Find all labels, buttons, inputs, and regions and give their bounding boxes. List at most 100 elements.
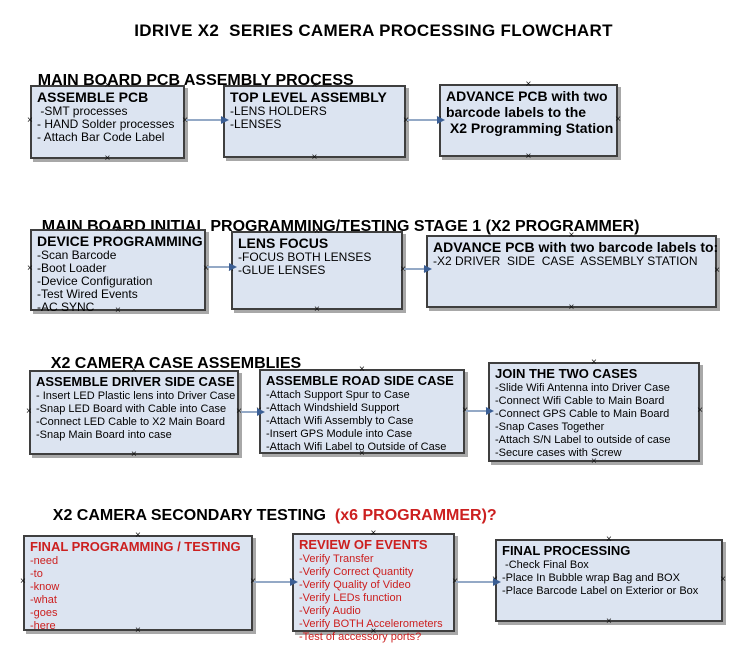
connection-point-icon <box>312 154 318 162</box>
box-title: FINAL PROGRAMMING / TESTING <box>30 539 241 554</box>
box-top-level-assembly[interactable]: TOP LEVEL ASSEMBLY -LENS HOLDERS-LENSES <box>223 85 406 158</box>
flow-arrow[interactable] <box>207 263 237 271</box>
box-item: -Connect LED Cable to X2 Main Board <box>36 416 225 428</box>
box-item: -Place In Bubble wrap Bag and BOX <box>502 572 680 584</box>
box-item-list: -Slide Wifi Antenna into Driver Case -Con… <box>495 382 698 460</box>
connection-point-icon <box>135 627 141 635</box>
page-title: IDRIVE X2 SERIES CAMERA PROCESSING FLOWC… <box>134 21 613 40</box>
connection-point-icon <box>714 267 720 275</box>
box-item: -Boot Loader <box>37 261 107 275</box>
box-assemble-road-side-case[interactable]: ASSEMBLE ROAD SIDE CASE -Attach Support … <box>259 369 465 454</box>
box-item: -Verify BOTH Accelerometers <box>299 618 443 630</box>
box-lens-focus[interactable]: LENS FOCUS -FOCUS BOTH LENSES-GLUE LENSE… <box>231 231 403 310</box>
box-item: -X2 DRIVER SIDE CASE ASSEMBLY STATION <box>433 254 698 268</box>
box-item: -Attach Support Spur to Case <box>266 389 410 401</box>
box-item: -AC SYNC <box>37 300 95 314</box>
box-item-list: -Scan Barcode-Boot Loader-Device Configu… <box>37 249 204 314</box>
box-item: -Snap Main Board into case <box>36 429 172 441</box>
connection-point-icon <box>359 450 365 458</box>
section-heading-text: MAIN BOARD PCB ASSEMBLY PROCESS <box>37 72 354 89</box>
section-heading-pcb-assembly: MAIN BOARD PCB ASSEMBLY PROCESS <box>20 54 354 108</box>
connection-point-icon <box>720 576 726 584</box>
box-item: -Verify Quality of Video <box>299 579 411 591</box>
box-item: -LENS HOLDERS <box>230 104 327 118</box>
connection-point-icon <box>606 618 612 626</box>
box-title: ASSEMBLE PCB <box>37 89 149 105</box>
section-heading-text: X2 CAMERA SECONDARY TESTING <box>52 507 331 524</box>
box-item-list: -FOCUS BOTH LENSES-GLUE LENSES <box>238 251 401 277</box>
box-item: -Snap Cases Together <box>495 421 605 433</box>
box-title: LENS FOCUS <box>238 235 329 251</box>
box-item-list: -LENS HOLDERS-LENSES <box>230 105 404 131</box>
box-item: -Snap LED Board with Cable into Case <box>36 403 227 415</box>
connection-point-icon <box>697 407 703 415</box>
box-item: -Attach Wifi Label to Outside of Case <box>266 441 447 453</box>
flow-arrow[interactable] <box>254 578 298 586</box>
box-item: -SMT processes <box>37 104 128 118</box>
connection-point-icon <box>26 408 32 416</box>
flow-arrow[interactable] <box>186 116 229 124</box>
box-review-of-events[interactable]: REVIEW OF EVENTS -Verify Transfer-Verify… <box>292 533 455 643</box>
connection-point-icon <box>20 578 26 586</box>
box-item: - Attach Bar Code Label <box>37 130 165 144</box>
flow-arrow[interactable] <box>241 408 265 416</box>
box-item: -Check Final Box <box>502 559 589 571</box>
box-item-list: -SMT processes- HAND Solder processes- A… <box>37 105 183 144</box>
box-title: ASSEMBLE ROAD SIDE CASE <box>266 373 454 388</box>
connection-point-icon <box>115 226 121 234</box>
box-join-the-two-cases[interactable]: JOIN THE TWO CASES -Slide Wifi Antenna i… <box>488 362 700 462</box>
connection-point-icon <box>569 304 575 312</box>
box-item: -Verify Transfer <box>299 553 374 565</box>
box-item-list: -X2 DRIVER SIDE CASE ASSEMBLY STATION <box>433 255 715 268</box>
box-item: -Verify Correct Quantity <box>299 566 414 578</box>
connection-point-icon <box>526 153 532 161</box>
box-item-list: -Attach Support Spur to Case-Attach Wind… <box>266 389 463 454</box>
connection-point-icon <box>526 81 532 89</box>
connection-point-icon <box>131 367 137 375</box>
box-item: -FOCUS BOTH LENSES <box>238 250 372 264</box>
box-title: REVIEW OF EVENTS <box>299 537 428 552</box>
box-device-programming[interactable]: DEVICE PROGRAMMING -Scan Barcode-Boot Lo… <box>30 226 206 314</box>
section-heading-secondary-testing: X2 CAMERA SECONDARY TESTING (x6 PROGRAMM… <box>35 489 497 543</box>
box-item-list: -need-to-know-what-goes-here <box>30 555 251 633</box>
box-title: JOIN THE TWO CASES <box>495 366 638 381</box>
flow-arrow[interactable] <box>407 116 445 124</box>
section-heading-case-assemblies: X2 CAMERA CASE ASSEMBLIES <box>33 337 301 391</box>
box-item: -Device Configuration <box>37 274 153 288</box>
box-item-list: - Insert LED Plastic lens into Driver Ca… <box>36 390 237 442</box>
box-item: -Place Barcode Label on Exterior or Box <box>502 585 699 597</box>
box-item: -what <box>30 594 57 606</box>
connection-point-icon <box>27 117 33 125</box>
box-item: -Verify LEDs function <box>299 592 402 604</box>
connection-point-icon <box>359 366 365 374</box>
box-item: -to <box>30 568 43 580</box>
connection-point-icon <box>115 307 121 315</box>
box-advance-pcb-driver-side-station[interactable]: ADVANCE PCB with two barcode labels to: … <box>426 232 720 308</box>
connection-point-icon <box>135 532 141 540</box>
flow-arrow[interactable] <box>456 578 501 586</box>
box-title: TOP LEVEL ASSEMBLY <box>230 89 387 105</box>
connection-point-icon <box>105 82 111 90</box>
connection-point-icon <box>312 82 318 90</box>
box-advance-pcb-programming-station[interactable]: ADVANCE PCB with two barcode labels to t… <box>439 84 618 157</box>
box-final-processing[interactable]: FINAL PROCESSING -Check Final Box-Place … <box>495 539 723 622</box>
box-item: -Attach Wifi Assembly to Case <box>266 415 414 427</box>
box-item: -need <box>30 555 59 567</box>
box-title: FINAL PROCESSING <box>502 543 631 558</box>
flow-arrow[interactable] <box>466 407 494 415</box>
connection-point-icon <box>371 628 377 636</box>
box-title: ADVANCE PCB with two barcode labels to t… <box>446 88 614 136</box>
flow-arrow[interactable] <box>404 265 432 273</box>
box-title: ASSEMBLE DRIVER SIDE CASE <box>36 374 235 389</box>
box-item: -Secure cases with Screw <box>495 447 622 459</box>
box-final-programming-testing[interactable]: FINAL PROGRAMMING / TESTING -need-to-kno… <box>20 532 253 633</box>
box-item: -Connect GPS Cable to Main Board <box>495 408 670 420</box>
box-assemble-pcb[interactable]: ASSEMBLE PCB -SMT processes- HAND Solder… <box>30 85 185 159</box>
box-item: -Insert GPS Module into Case <box>266 428 413 440</box>
box-item: -Slide Wifi Antenna into Driver Case <box>495 382 670 394</box>
box-item: -here <box>30 620 56 632</box>
box-assemble-driver-side-case[interactable]: ASSEMBLE DRIVER SIDE CASE - Insert LED P… <box>29 370 239 455</box>
connection-point-icon <box>606 536 612 544</box>
connection-point-icon <box>569 232 575 240</box>
